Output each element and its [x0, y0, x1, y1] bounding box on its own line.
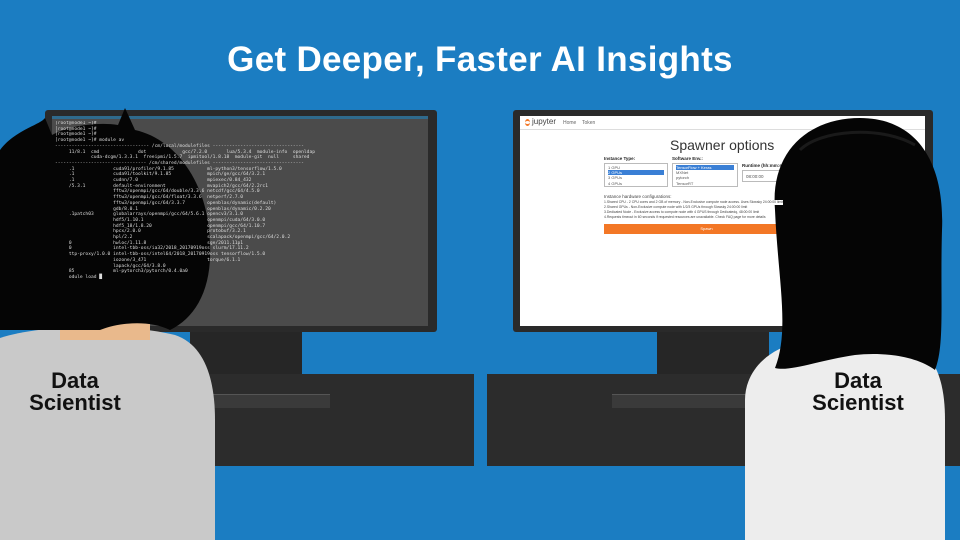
terminal-line: /5.3.1 default-environment mvapich2/gcc/… — [55, 183, 268, 189]
terminal-line: fftw3/openmpi/gcc/64/double/3.3.6 netcdf… — [55, 189, 260, 195]
headline: Get Deeper, Faster AI Insights — [227, 40, 733, 79]
right-person-hair — [774, 118, 943, 370]
terminal-line: ttp-proxy/1.0.0 intel-tbb-oss/intel64/20… — [55, 252, 266, 258]
spawn-button[interactable]: Spawn — [604, 224, 809, 234]
terminal-line: hpcx/2.0.0 protobuf/3.2.1 — [55, 229, 246, 235]
terminal-line: cuda-dcgm/1.3.3.1 freeipmi/1.5.7 ipmitoo… — [55, 155, 310, 161]
terminal-line: hdf5_18/1.8.20 openmpi/gcc/64/1.10.7 — [55, 223, 266, 229]
config-line: 1.Shared CPU - 2 CPU cores and 2 GB of m… — [604, 200, 784, 205]
terminal-line: [root@node1 ~]# — [55, 121, 97, 126]
terminal-line: [root@node1 ~]# — [55, 126, 97, 132]
right-person-headband — [798, 130, 916, 152]
instance-option[interactable]: 4 GPUs — [608, 180, 623, 186]
runtime-label: Runtime (hh:mm:ss) — [742, 163, 786, 168]
left-person-shirt — [0, 326, 215, 540]
right-person-shirt — [745, 340, 945, 540]
terminal-line: .1 cuda91/toolkit/9.1.85 mpich/ge/gcc/64… — [55, 172, 266, 178]
config-line: 2.Shared GPUs - Non-Exclusive compute no… — [604, 205, 748, 210]
spawn-label: Spawn — [700, 226, 713, 231]
left-monitor-stand — [190, 332, 302, 376]
terminal-line: --------------------------------- /cm/sh… — [55, 160, 304, 166]
terminal-line: hdf5/1.10.1 openmpi/cuda/64/3.0.0 — [55, 217, 266, 223]
instance-option[interactable]: 1 GPU — [608, 165, 621, 170]
jupyter-logo: jupyter — [532, 117, 557, 126]
right-monitor-stand — [657, 332, 769, 376]
nav-home[interactable]: Home — [563, 120, 577, 126]
terminal-line: gdb/8.0.1 openblas/dynamic/0.2.20 — [55, 206, 271, 212]
terminal-line: hpl/2.2 scalapack/openmpi/gcc/64/2.0.2 — [55, 235, 291, 241]
header-divider — [520, 129, 925, 130]
terminal-line: fftw3/openmpi/gcc/64/3.3.7 openblas/dyna… — [55, 200, 277, 206]
left-caption: Data Scientist — [29, 368, 121, 415]
page-heading: Spawner options — [670, 137, 775, 153]
terminal-line: [root@node1 ~]# module av — [55, 138, 125, 144]
terminal-line: .1 cuda91/profiler/9.1.85 ml-python3/ten… — [55, 166, 282, 172]
config-line: 4.Requests timeout in 60 seconds if requ… — [604, 215, 766, 220]
software-option[interactable]: TensorFlow + Keras — [676, 165, 734, 171]
terminal-line: 11/8.1 cmd dot gcc/7.2.0 lua/5.3.4 modul… — [55, 149, 315, 155]
instance-type-label: Instance Type: — [604, 156, 636, 161]
terminal-line: 0 intel-tbb-oss/ia32/2018_20170919oss sl… — [55, 246, 249, 252]
terminal-line: fftw3/openmpi/gcc/64/float/3.3.6 netperf… — [55, 195, 244, 201]
jupyter-logo-icon — [525, 119, 530, 126]
software-option[interactable]: TensorRT — [676, 180, 694, 186]
terminal-line: lapack/gcc/64/3.8.0 — [55, 263, 166, 269]
terminal-line: odule load █ — [55, 274, 103, 280]
terminal-line: ---------------------------------- /cm/l… — [55, 143, 304, 149]
terminal-line: .1 cudnn/7.0 mpiexec/0.84_432 — [55, 178, 252, 184]
terminal-line: 0 hwloc/1.11.8 sge/2011.11p1 — [55, 240, 244, 246]
terminal-text: [root@node1 ~]#[root@node1 ~]#[root@node… — [55, 121, 425, 325]
left-person-hair — [0, 108, 211, 330]
software-env-label: Software Env.: — [672, 156, 703, 161]
terminal-line: iozone/3_471 torque/6.1.1 — [55, 257, 241, 263]
instance-option[interactable]: 2 GPUs — [608, 170, 664, 176]
terminal-line: [root@node1 ~]# — [55, 132, 97, 138]
terminal-line: .1patch03 globalarrays/openmpi/gcc/64/5.… — [55, 212, 244, 218]
nav-token[interactable]: Token — [582, 120, 596, 126]
software-option[interactable]: pytorch — [676, 175, 690, 181]
config-heading: Instance hardware configurations: — [604, 194, 672, 199]
instance-option[interactable]: 3 GPUs — [608, 175, 623, 181]
config-list: 1.Shared CPU - 2 CPU cores and 2 GB of m… — [604, 200, 784, 220]
right-caption: Data Scientist — [812, 368, 904, 415]
software-option[interactable]: MXNet — [676, 170, 689, 176]
config-line: 3.Dedicated Node - Exclusive access to c… — [604, 210, 760, 215]
terminal-line: 85 ml-pytorch3/pytorch/0.4.0a0 — [55, 269, 188, 275]
